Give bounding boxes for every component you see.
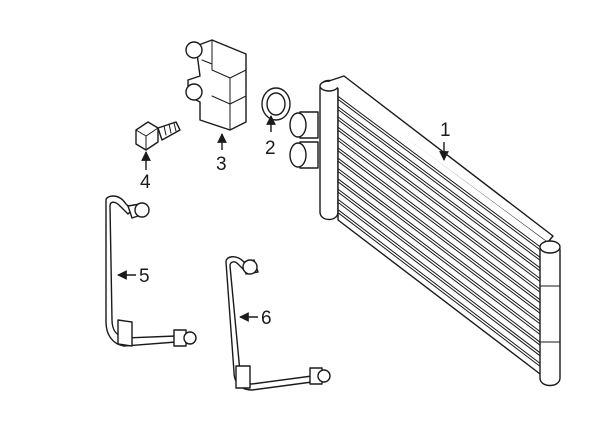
cooler-fin-line bbox=[337, 157, 549, 317]
cooler-fin-line bbox=[337, 137, 549, 296]
cooler-fin-line bbox=[337, 126, 549, 285]
bolt-part[interactable] bbox=[135, 121, 181, 151]
pipe-assembly-5-part[interactable] bbox=[105, 195, 197, 347]
cooler-fin-line bbox=[337, 209, 549, 370]
cooler-fin-line bbox=[337, 98, 549, 257]
cooler-fin-line bbox=[337, 160, 549, 320]
cooler-fin-line bbox=[337, 106, 549, 264]
seal-ring-part[interactable] bbox=[261, 87, 291, 121]
callout-label-3: 3 bbox=[216, 154, 227, 175]
callout-label-5: 5 bbox=[139, 266, 150, 287]
cooler-fin-line bbox=[337, 150, 549, 310]
cooler-fin-line bbox=[337, 178, 549, 338]
callout-label-1: 1 bbox=[440, 120, 451, 141]
cooler-fin-line bbox=[337, 181, 549, 341]
cooler-fin-line bbox=[337, 119, 549, 278]
cooler-fin-line bbox=[337, 191, 549, 352]
adapter-block-part[interactable] bbox=[185, 39, 247, 131]
cooler-fin-line bbox=[337, 168, 549, 328]
cooler-fin-line bbox=[337, 188, 549, 349]
cooler-fin-line bbox=[337, 116, 549, 275]
callout-label-2: 2 bbox=[265, 138, 276, 159]
cooler-fin-line bbox=[337, 147, 549, 307]
cooler-fin-line bbox=[337, 171, 549, 331]
cooler-fin-line bbox=[337, 95, 549, 254]
cooler-fins bbox=[337, 95, 549, 373]
callout-leaders bbox=[117, 115, 449, 322]
cooler-fin-line bbox=[337, 198, 549, 360]
cooler-fin-line bbox=[337, 201, 549, 363]
cooler-fin-line bbox=[337, 140, 549, 299]
callout-label-4: 4 bbox=[140, 172, 151, 193]
cooler-fin-line bbox=[337, 212, 549, 373]
callout-label-6: 6 bbox=[261, 308, 272, 329]
cooler-core-part[interactable] bbox=[289, 75, 561, 387]
cooler-fin-line bbox=[337, 109, 549, 267]
pipe-assembly-6-part[interactable] bbox=[225, 256, 331, 391]
cooler-fin-line bbox=[337, 129, 549, 288]
